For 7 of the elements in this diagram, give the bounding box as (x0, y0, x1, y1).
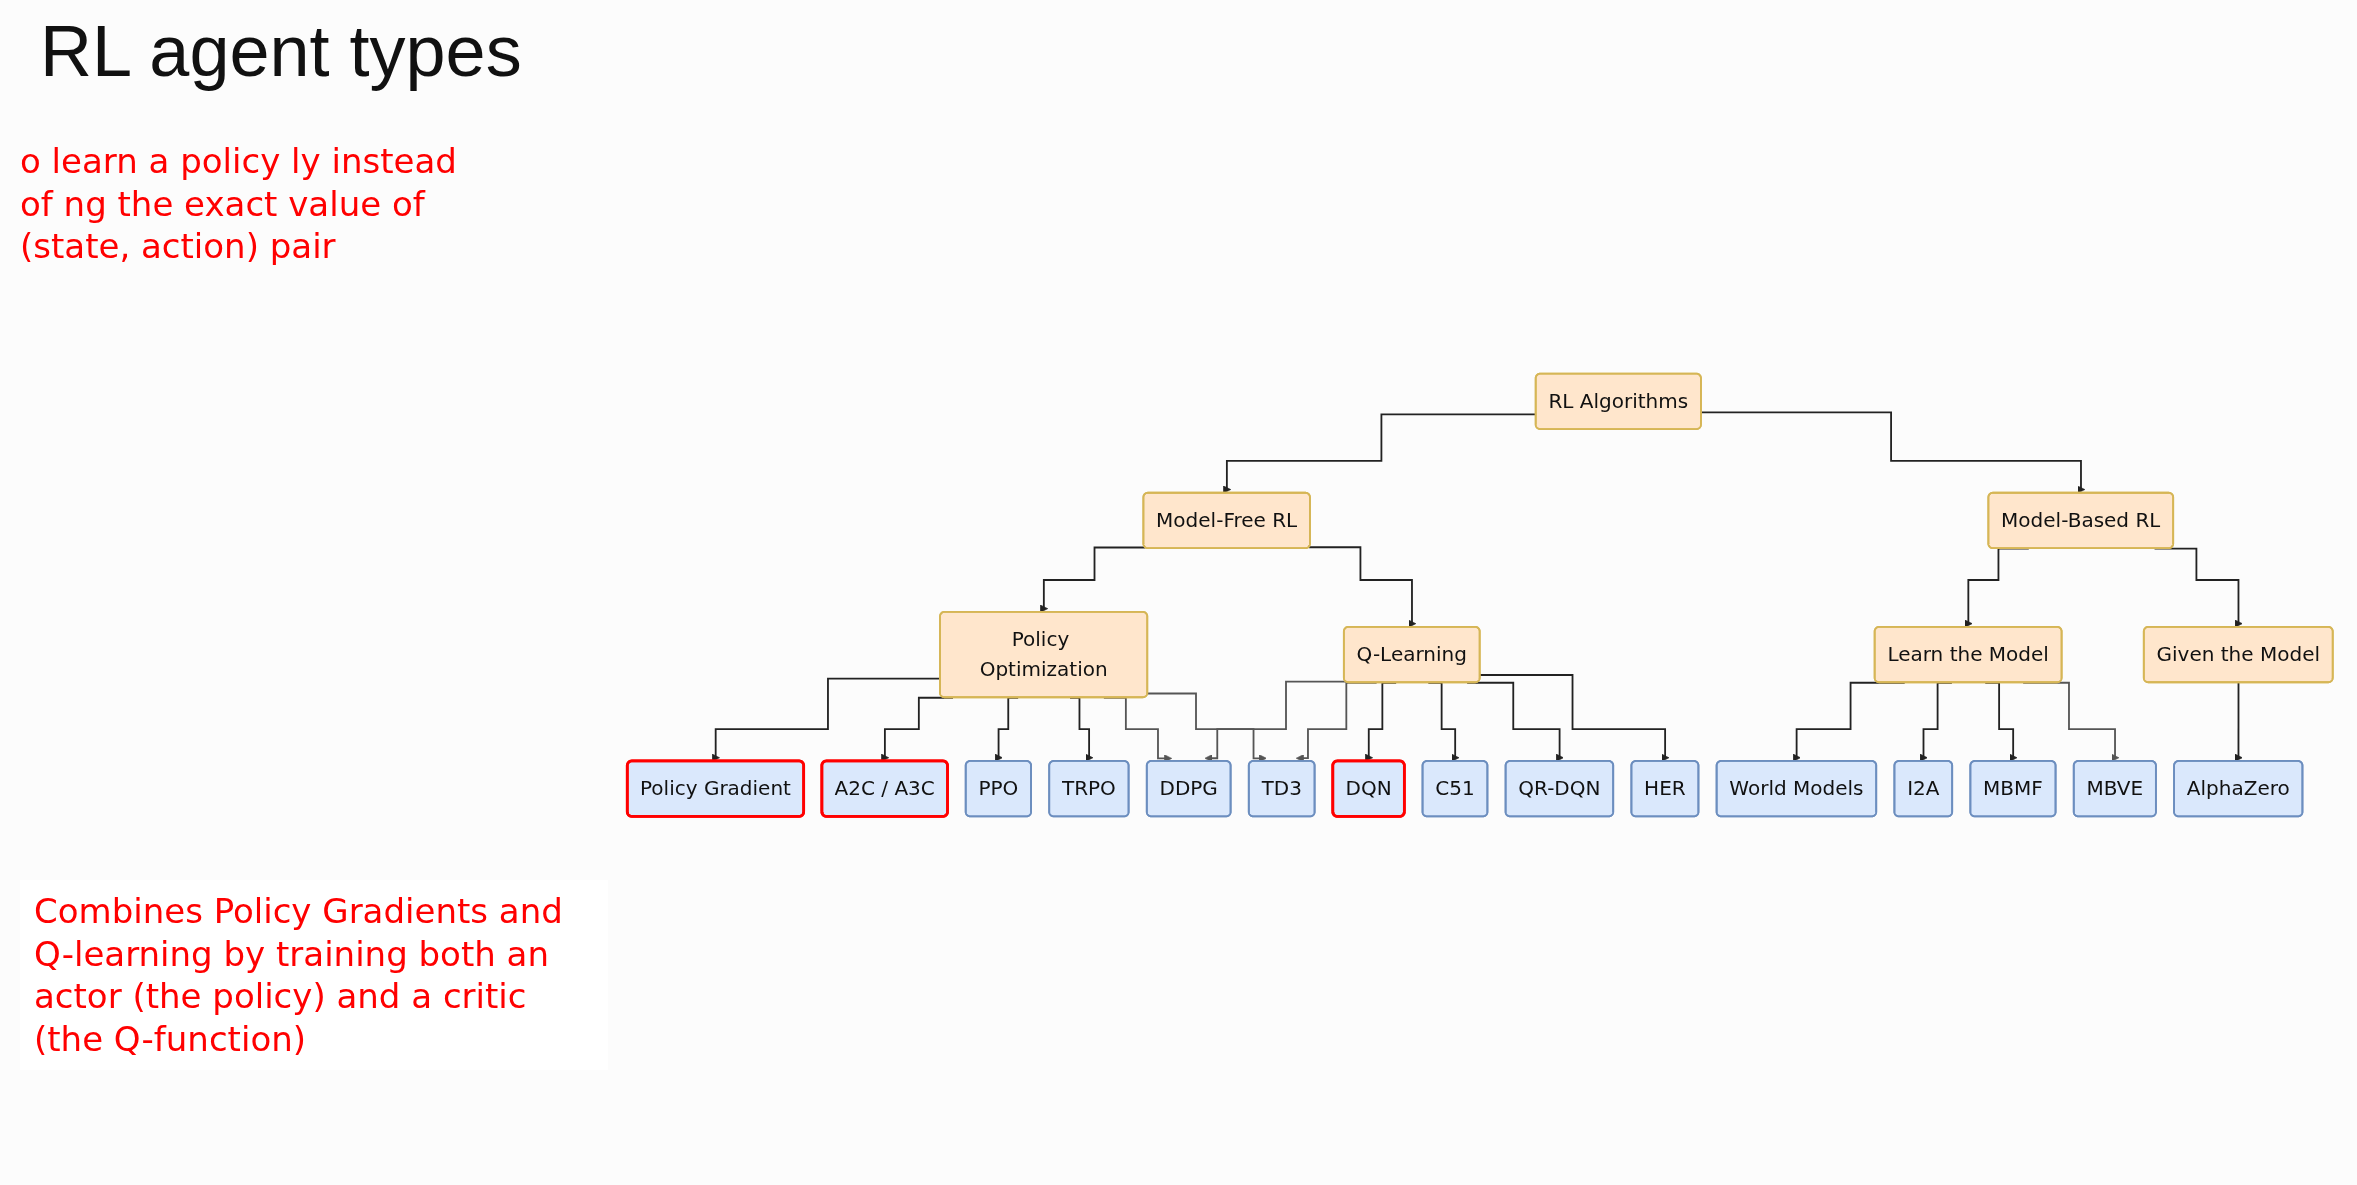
arrow (1308, 546, 1417, 628)
arrow (1479, 674, 1670, 762)
arrow (1700, 411, 2086, 494)
arrow (2234, 681, 2243, 762)
annotation-note: o learn a policy ly instead of ng the exact value of (state, action) pair (20, 140, 458, 268)
arrow (1040, 546, 1147, 613)
diagram-title: RL agent types (40, 10, 522, 92)
